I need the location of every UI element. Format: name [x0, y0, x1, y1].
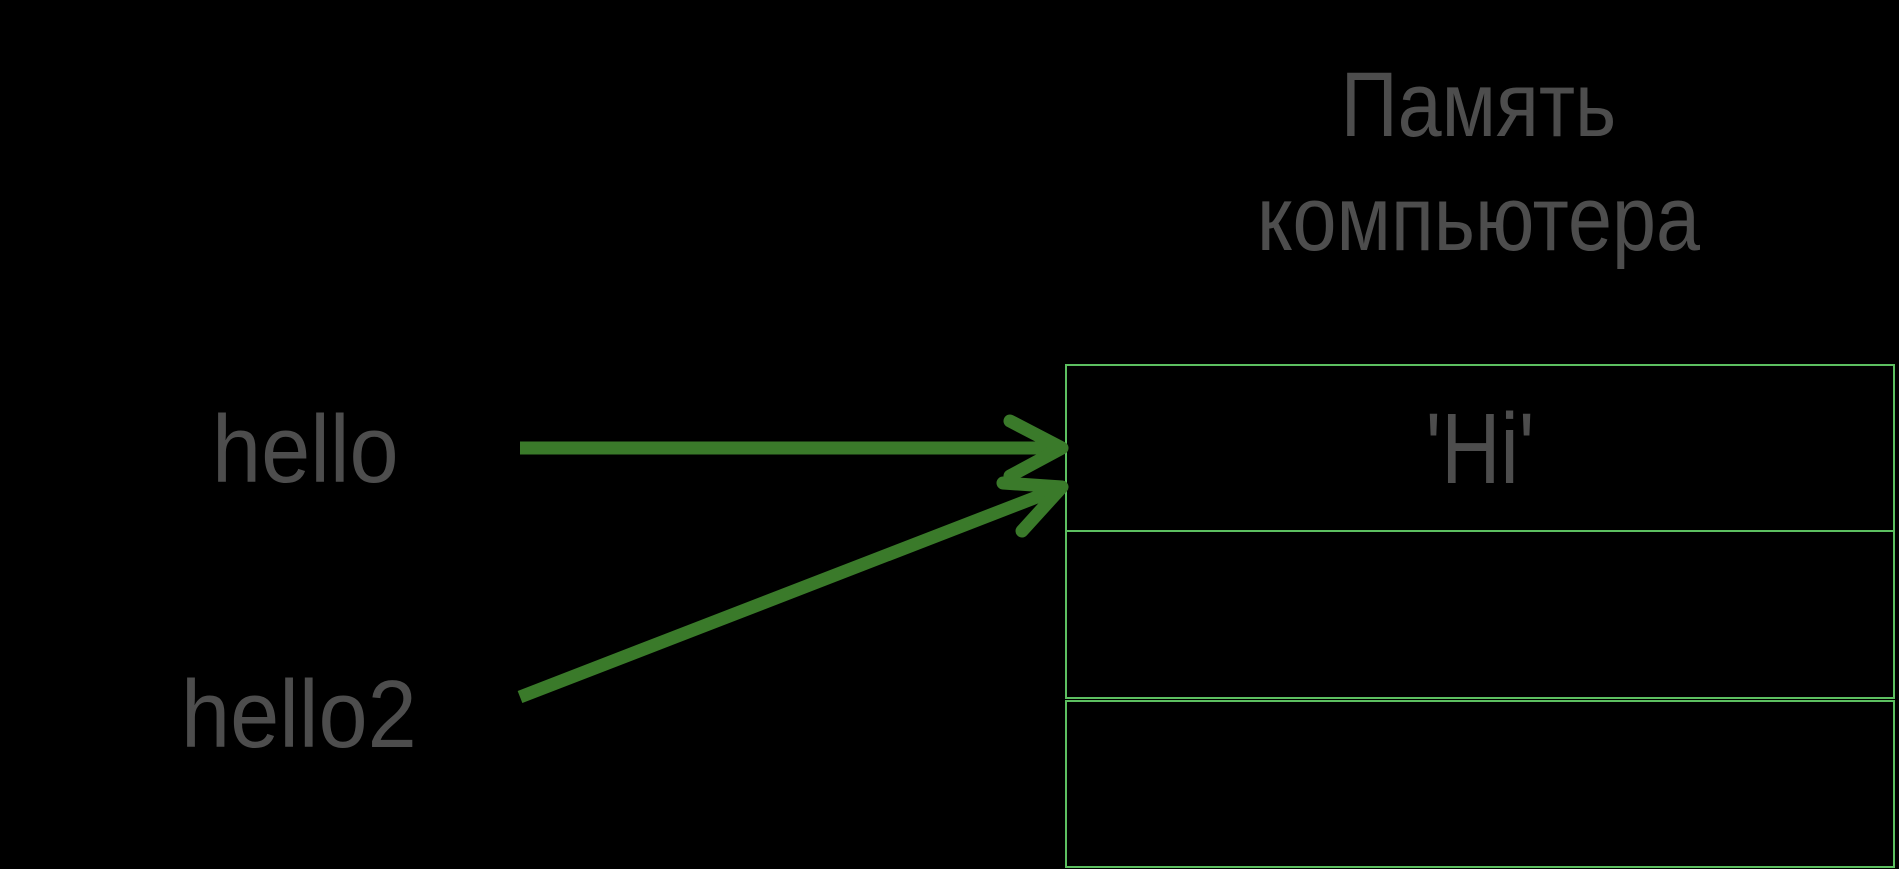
memory-title-line-1: Память	[1340, 54, 1617, 156]
variable-label-hello2: hello2	[181, 661, 417, 768]
memory-cell	[1065, 700, 1895, 868]
arrow-hello-icon	[520, 414, 1069, 483]
memory-cell-value: 'Hi'	[1425, 393, 1535, 505]
memory-cell	[1065, 530, 1895, 699]
memory-title-line-2: компьютера	[1257, 168, 1700, 270]
arrow-hello2-icon	[517, 476, 1069, 704]
memory-title: Память компьютера	[1119, 48, 1839, 276]
variable-label-hello: hello	[212, 396, 399, 503]
